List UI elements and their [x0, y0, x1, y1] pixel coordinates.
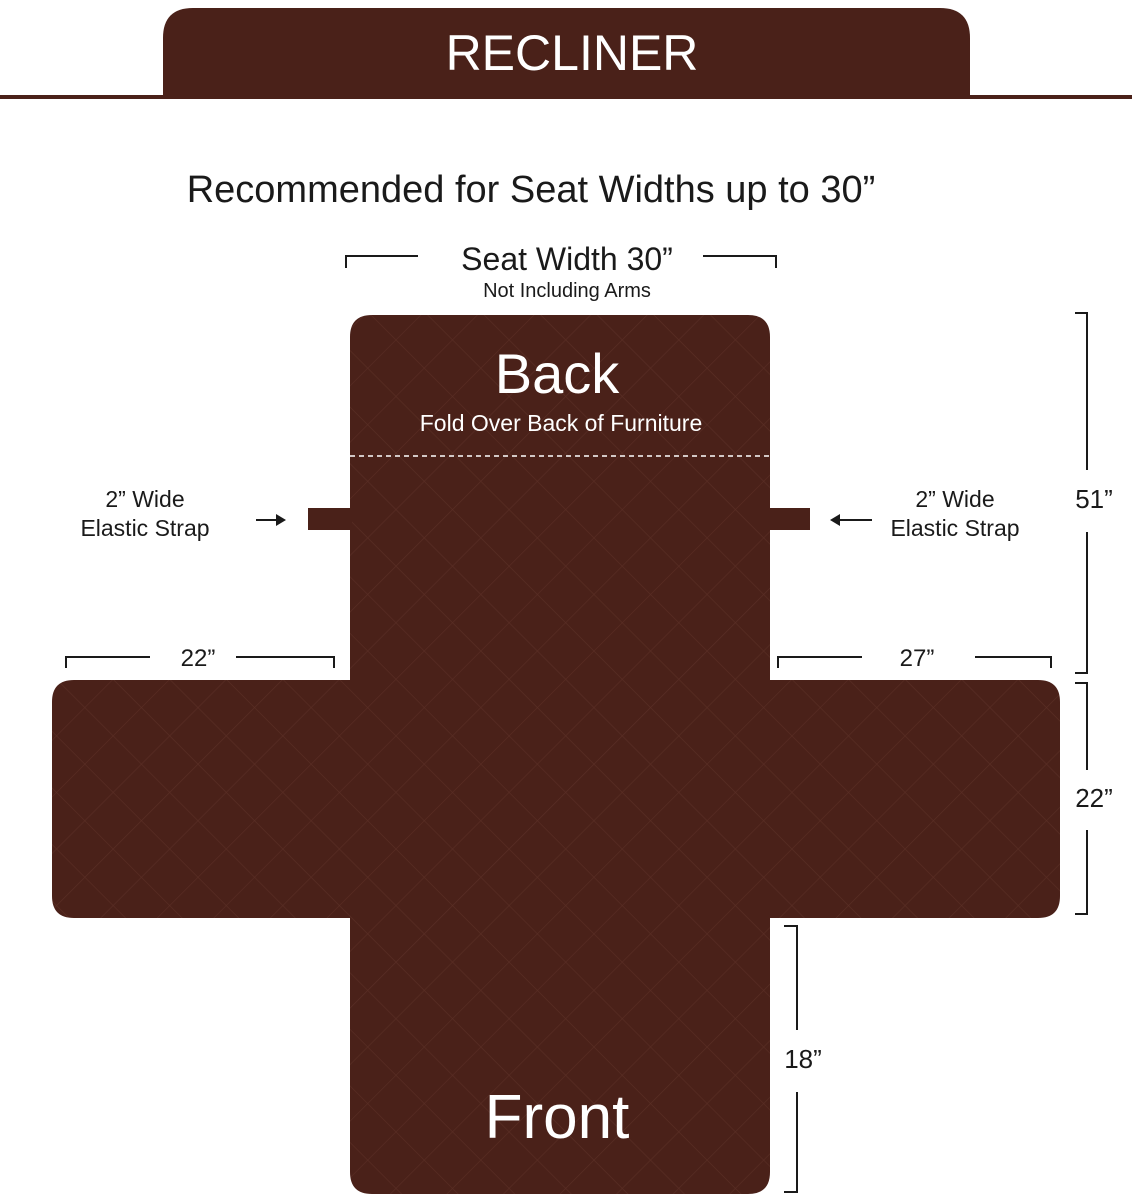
seat-width-label: Seat Width 30” [461, 241, 673, 277]
arm-depth-dimension: 22” [1075, 783, 1113, 813]
front-height-bracket [784, 925, 798, 1193]
right-strap-arrow [830, 514, 872, 526]
header-title: RECLINER [446, 25, 699, 81]
back-label: Back [495, 342, 620, 405]
front-height-dimension: 18” [784, 1044, 822, 1074]
right-arm-bracket [777, 656, 1052, 668]
subtitle: Recommended for Seat Widths up to 30” [187, 169, 876, 211]
left-arm-dimension: 22” [181, 645, 216, 672]
right-elastic-strap [768, 508, 810, 530]
seat-width-note: Not Including Arms [483, 280, 651, 302]
arm-depth-bracket [1075, 682, 1088, 915]
back-note: Fold Over Back of Furniture [420, 410, 703, 436]
cover-fabric [52, 315, 1060, 1194]
back-height-bracket [1075, 312, 1088, 674]
left-strap-line1: 2” Wide [105, 486, 184, 512]
right-arm-dimension: 27” [900, 645, 935, 672]
left-strap-line2: Elastic Strap [80, 515, 209, 541]
seat-width-bracket [345, 255, 777, 268]
header-banner [163, 8, 970, 95]
left-elastic-strap [308, 508, 352, 530]
front-label: Front [485, 1083, 630, 1152]
left-arm-bracket [65, 656, 335, 668]
left-strap-arrow [256, 514, 286, 526]
right-strap-line1: 2” Wide [915, 486, 994, 512]
back-height-dimension: 51” [1075, 484, 1113, 514]
right-strap-line2: Elastic Strap [890, 515, 1019, 541]
